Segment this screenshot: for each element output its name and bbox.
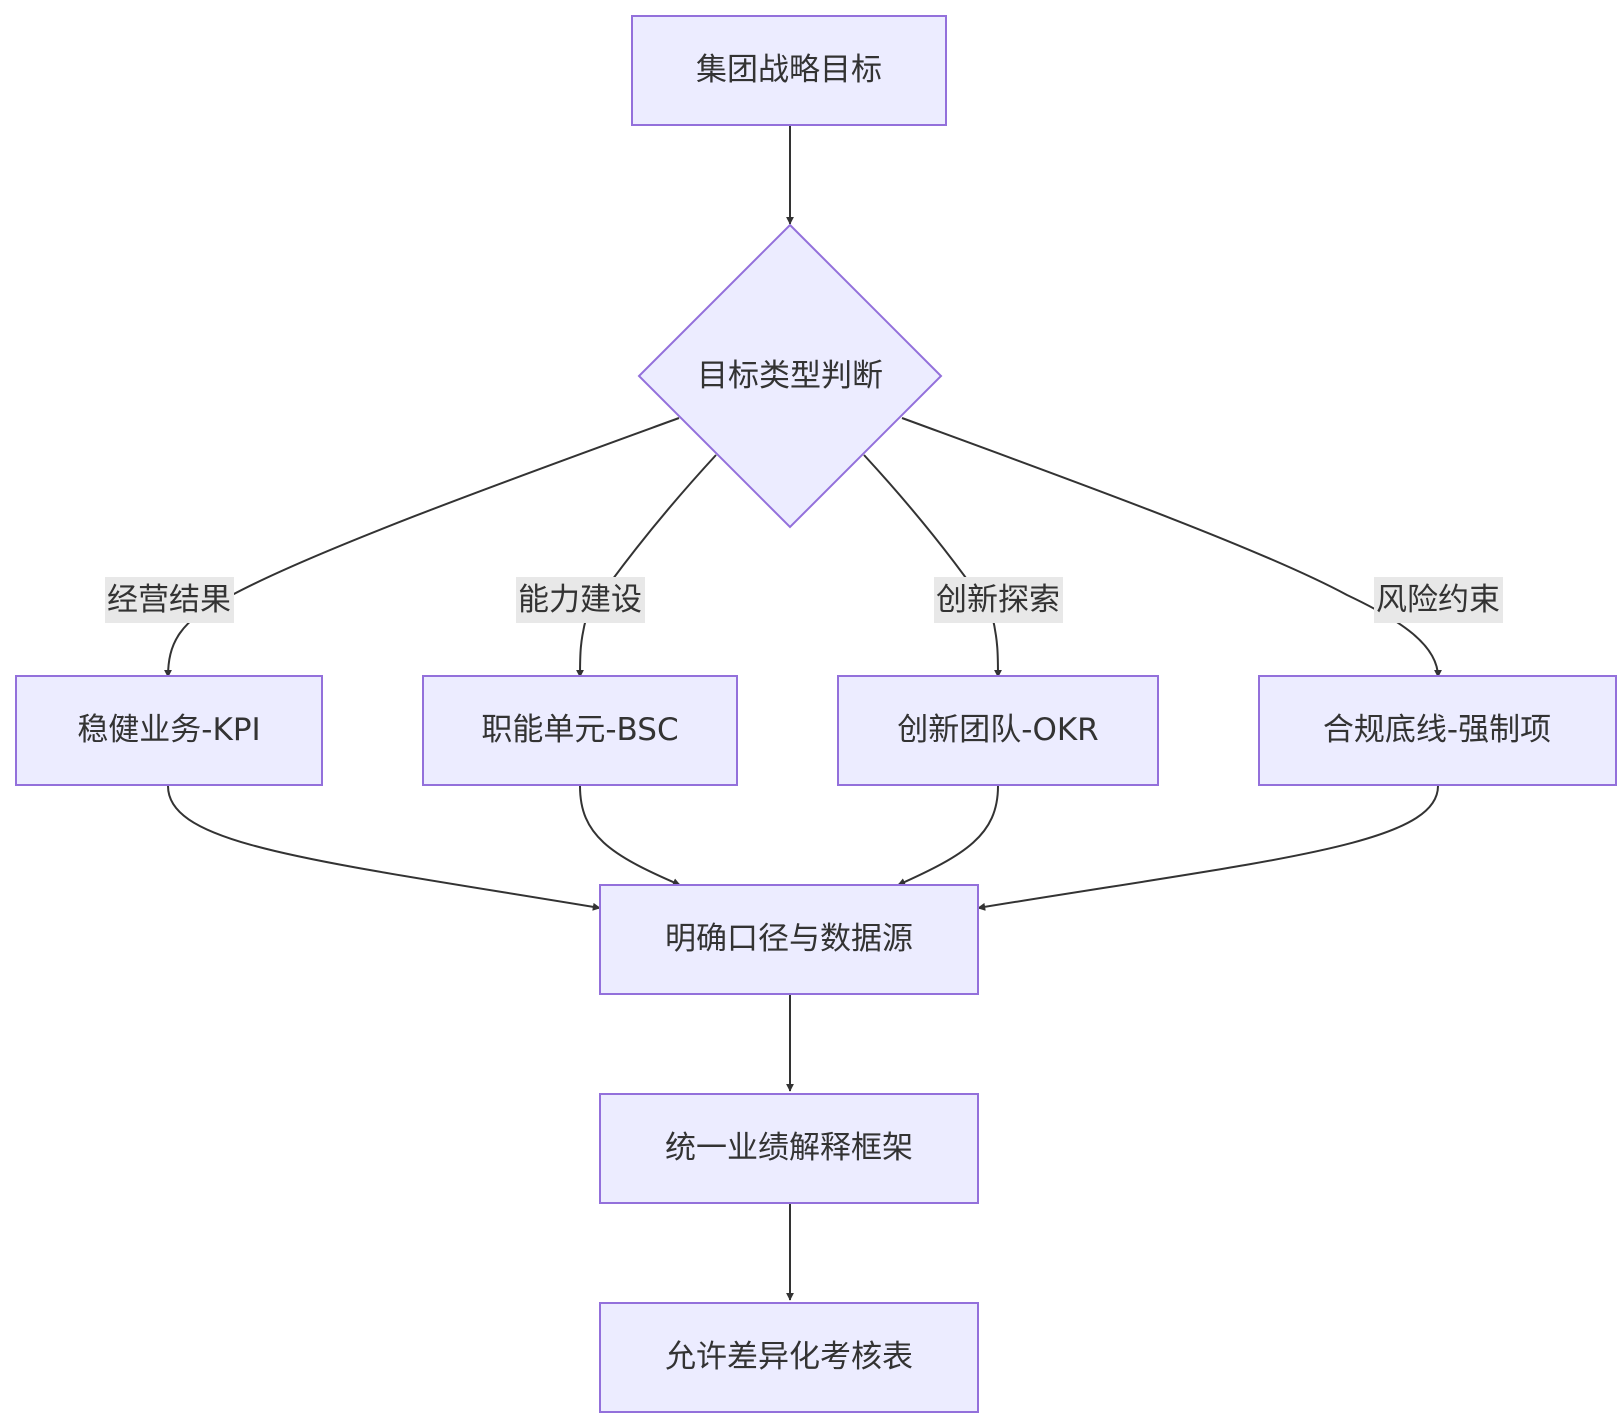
edge-label-operating: 经营结果 xyxy=(105,577,234,623)
node-unified-framework[interactable]: 统一业绩解释框架 xyxy=(599,1093,979,1204)
edge-label-innovation: 创新探索 xyxy=(934,577,1063,623)
edge-label-capability: 能力建设 xyxy=(516,577,645,623)
node-strategic-goal[interactable]: 集团战略目标 xyxy=(631,15,947,126)
node-mandatory[interactable]: 合规底线-强制项 xyxy=(1258,675,1617,786)
edge-decision-to-mandatory xyxy=(901,417,1442,678)
node-goal-type-decision[interactable]: 目标类型判断 xyxy=(637,223,943,529)
edge-kpi-to-caliber xyxy=(167,785,601,911)
svg-text:稳健业务-KPI: 稳健业务-KPI xyxy=(77,712,260,748)
node-bsc[interactable]: 职能单元-BSC xyxy=(422,675,738,786)
edge-okr-to-caliber xyxy=(897,785,999,886)
svg-text:风险约束: 风险约束 xyxy=(1376,582,1500,618)
node-okr[interactable]: 创新团队-OKR xyxy=(837,675,1159,786)
svg-text:能力建设: 能力建设 xyxy=(518,582,642,618)
edge-decision-to-kpi xyxy=(164,417,680,678)
edge-label-risk: 风险约束 xyxy=(1374,577,1503,623)
svg-text:目标类型判断: 目标类型判断 xyxy=(697,358,883,394)
svg-text:允许差异化考核表: 允许差异化考核表 xyxy=(665,1339,913,1375)
edge-mandatory-to-caliber xyxy=(977,785,1439,911)
svg-text:统一业绩解释框架: 统一业绩解释框架 xyxy=(665,1130,913,1166)
node-caliber-data-source[interactable]: 明确口径与数据源 xyxy=(599,884,979,995)
edge-decision-to-bsc xyxy=(576,454,717,678)
svg-text:集团战略目标: 集团战略目标 xyxy=(696,52,882,88)
svg-text:创新探索: 创新探索 xyxy=(936,582,1060,618)
svg-text:创新团队-OKR: 创新团队-OKR xyxy=(897,712,1098,748)
svg-text:职能单元-BSC: 职能单元-BSC xyxy=(481,712,678,748)
edge-decision-to-okr xyxy=(863,454,1002,678)
edges xyxy=(164,126,1442,1301)
edge-bsc-to-caliber xyxy=(579,785,681,886)
svg-text:明确口径与数据源: 明确口径与数据源 xyxy=(665,921,913,957)
svg-text:合规底线-强制项: 合规底线-强制项 xyxy=(1323,712,1551,748)
node-differentiated-table[interactable]: 允许差异化考核表 xyxy=(599,1302,979,1413)
node-kpi[interactable]: 稳健业务-KPI xyxy=(15,675,323,786)
svg-text:经营结果: 经营结果 xyxy=(107,582,231,618)
